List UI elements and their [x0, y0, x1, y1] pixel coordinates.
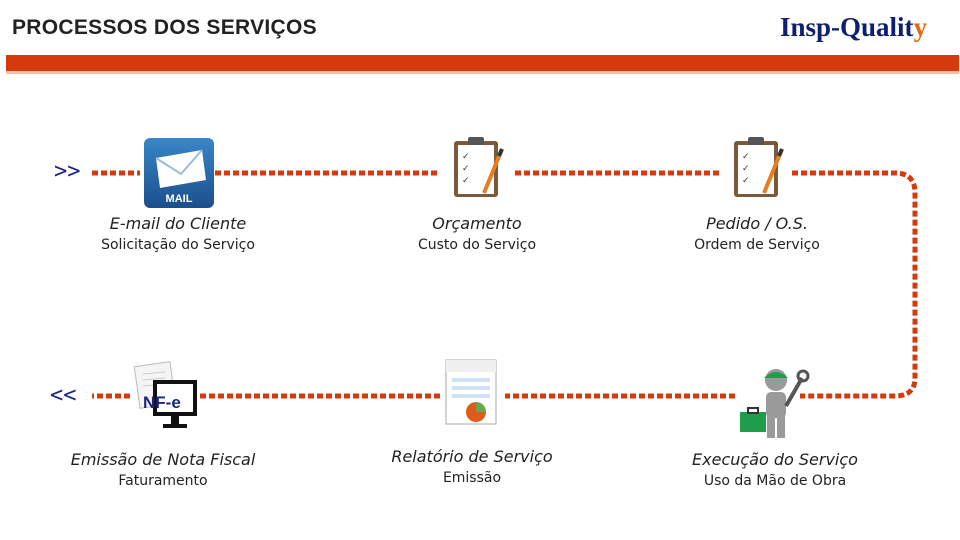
mail-icon-label: MAIL — [166, 193, 193, 205]
nfe-icon-label: NF-e — [143, 393, 181, 412]
step-description: Custo do Serviço — [417, 237, 537, 253]
step-description: Emissão — [442, 470, 502, 486]
step-execution: Execução do Serviço Uso da Mão de Obra — [655, 450, 895, 489]
clipboard-checklist-icon: ✓ ✓ ✓ — [446, 135, 512, 205]
step-description: Uso da Mão de Obra — [703, 473, 847, 489]
header-bar — [6, 55, 959, 71]
svg-text:✓: ✓ — [742, 164, 750, 174]
svg-text:✓: ✓ — [462, 164, 470, 174]
step-description: Solicitação do Serviço — [101, 237, 255, 253]
step-name: Pedido / O.S. — [706, 214, 808, 233]
clipboard-checklist-icon: ✓ ✓ ✓ — [726, 135, 792, 205]
mail-icon: MAIL — [144, 138, 214, 212]
svg-text:✓: ✓ — [742, 152, 750, 162]
step-description: Faturamento — [118, 473, 208, 489]
step-name: Emissão de Nota Fiscal — [70, 450, 256, 469]
nfe-computer-icon: NF-e — [133, 360, 199, 442]
flow-start-arrow: >> — [54, 159, 81, 184]
worker-toolbox-icon — [738, 368, 814, 446]
step-order: Pedido / O.S. Ordem de Serviço — [637, 214, 877, 253]
step-report: Relatório de Serviço Emissão — [352, 447, 592, 486]
svg-text:✓: ✓ — [462, 176, 470, 186]
step-description: Ordem de Serviço — [694, 237, 820, 253]
header-bar-shadow — [6, 71, 959, 74]
logo-text: Insp-Qualit — [780, 12, 914, 42]
step-name: Execução do Serviço — [692, 450, 858, 469]
logo-accent-letter: y — [913, 12, 928, 42]
page-title: PROCESSOS DOS SERVIÇOS — [12, 16, 317, 39]
svg-text:✓: ✓ — [462, 152, 470, 162]
step-name: Relatório de Serviço — [391, 447, 553, 466]
svg-text:✓: ✓ — [742, 176, 750, 186]
step-name: E-mail do Cliente — [109, 214, 247, 233]
report-chart-icon — [440, 356, 502, 436]
step-invoice: Emissão de Nota Fiscal Faturamento — [43, 450, 283, 489]
step-quote: Orçamento Custo do Serviço — [357, 214, 597, 253]
company-logo: Insp-Quality — [780, 7, 955, 47]
step-name: Orçamento — [432, 214, 522, 233]
flow-end-arrow: << — [50, 383, 77, 408]
step-email-client: E-mail do Cliente Solicitação do Serviço — [58, 214, 298, 253]
